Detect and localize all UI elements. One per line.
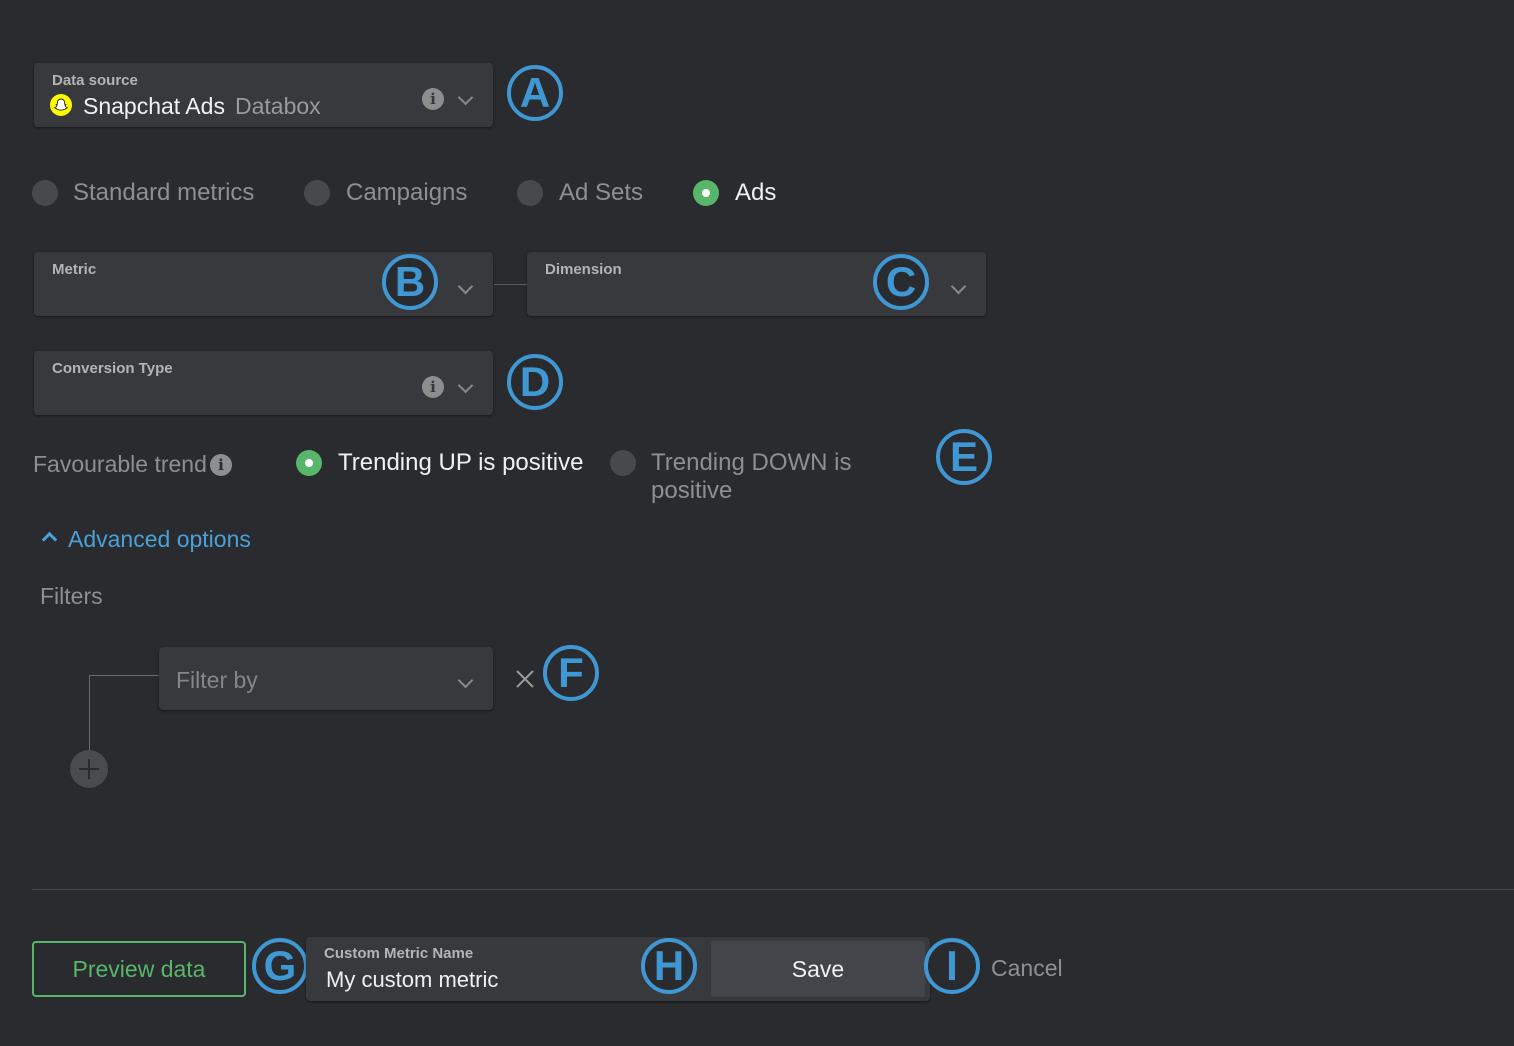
favourable-trend-label: Favourable trend [33,451,207,477]
callout-g: G [252,938,308,994]
data-source-label: Data source [52,72,138,89]
callout-d: D [507,354,563,410]
save-label: Save [791,956,845,982]
chevron-down-icon [457,278,474,295]
callout-e: E [936,429,992,485]
info-icon[interactable]: i [422,376,444,398]
filter-tree-line-vertical [89,675,90,753]
advanced-options-label: Advanced options [68,526,251,552]
radio-trend-down[interactable] [610,450,636,476]
dimension-label: Dimension [545,261,622,278]
conversion-type-label: Conversion Type [52,360,173,377]
filter-by-select[interactable]: Filter by [159,647,493,710]
trend-up-label: Trending UP is positive [338,449,584,476]
tab-campaigns-label: Campaigns [346,179,468,206]
tab-ads-label: Ads [735,179,777,206]
callout-a: A [507,65,563,121]
tab-campaigns[interactable]: Campaigns [304,179,484,208]
radio-trend-up[interactable] [296,450,322,476]
chevron-down-icon [457,89,474,106]
data-source-account: Databox [235,93,321,119]
data-source-select[interactable]: Data source Snapchat Ads Databox i [34,63,493,127]
save-button[interactable]: Save [711,941,925,997]
filter-by-placeholder: Filter by [176,667,258,693]
snapchat-logo-icon [50,94,72,116]
info-icon[interactable]: i [422,88,444,110]
filter-tree-line-horizontal [89,675,159,676]
filters-heading: Filters [40,583,103,609]
remove-filter-icon[interactable] [513,667,537,691]
add-filter-icon[interactable] [70,750,108,788]
trend-down-option[interactable]: Trending DOWN is positive [610,449,930,504]
tab-ads[interactable]: Ads [693,179,793,208]
custom-metric-name-value[interactable]: My custom metric [326,967,499,992]
chevron-up-icon [41,531,58,548]
callout-f: F [543,645,599,701]
chevron-down-icon [457,377,474,394]
tab-ad-sets-label: Ad Sets [559,179,644,206]
footer-divider [32,889,1514,890]
chevron-down-icon [950,278,967,295]
cancel-link[interactable]: Cancel [991,955,1063,981]
radio-ads[interactable] [693,180,719,206]
data-source-name: Snapchat Ads [83,93,225,119]
radio-ad-sets[interactable] [517,180,543,206]
tab-standard-metrics[interactable]: Standard metrics [32,179,262,208]
preview-data-button[interactable]: Preview data [32,941,246,997]
radio-campaigns[interactable] [304,180,330,206]
callout-c: C [873,254,929,310]
custom-metric-name-field[interactable]: Custom Metric Name My custom metric Save [306,937,930,1001]
metric-dimension-connector [494,284,527,285]
tab-standard-metrics-label: Standard metrics [73,179,255,206]
info-icon[interactable]: i [210,454,232,476]
advanced-options-toggle[interactable]: Advanced options [40,524,270,554]
preview-data-label: Preview data [72,956,206,982]
tab-ad-sets[interactable]: Ad Sets [517,179,657,208]
trend-down-label: Trending DOWN is positive [651,449,852,504]
callout-b: B [382,254,438,310]
custom-metric-name-label: Custom Metric Name [324,945,474,962]
chevron-down-icon [457,672,474,689]
conversion-type-select[interactable]: Conversion Type i [34,351,493,415]
trend-up-option[interactable]: Trending UP is positive [296,449,586,478]
callout-i: I [924,938,980,994]
metric-label: Metric [52,261,97,278]
radio-standard-metrics[interactable] [32,180,58,206]
callout-h: H [641,938,697,994]
